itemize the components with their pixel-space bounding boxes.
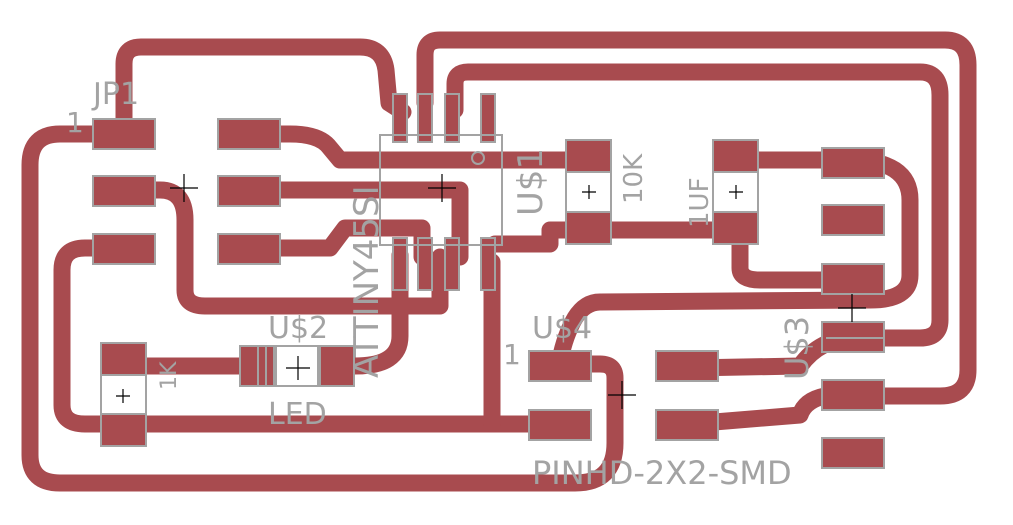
label-attiny: ATTINY45SI (347, 185, 387, 378)
origin-crosses (116, 174, 866, 409)
label-us3: U$3 (778, 316, 816, 380)
trace-ic-to-rail (486, 221, 744, 253)
label-1k: 1K (157, 361, 182, 390)
r1k-outline (100, 342, 147, 447)
trace-jp1-pin4-to-ic (239, 181, 469, 266)
jp1-pad-5 (217, 175, 281, 207)
cross-attiny (428, 174, 456, 202)
copper-traces (21, 31, 977, 492)
trace-jp1-pin1-to-ic-top (115, 38, 412, 142)
label-us4: U$4 (532, 311, 592, 346)
ic-pad-bottom-1 (392, 237, 408, 291)
ic-pad-bottom-3 (444, 237, 460, 291)
u4-pad-1 (528, 350, 592, 382)
ic-pad-top-3 (444, 93, 460, 143)
cross-1k (116, 389, 130, 403)
trace-jp1-pin5-to-ic (239, 125, 414, 169)
cross-jp1 (170, 174, 198, 202)
cross-led (286, 356, 310, 380)
silkscreen-labels: JP1 1 ATTINY45SI U$1 10K 1UF U$2 LED 1K … (66, 77, 816, 492)
attiny-pads (392, 93, 496, 291)
label-us1: U$1 (511, 148, 551, 216)
label-jp1-pin1: 1 (66, 106, 84, 139)
ic-pad-bottom-2 (417, 237, 433, 291)
u4-pad-3 (655, 350, 719, 382)
jp1-pad-6 (217, 233, 281, 265)
jp1-pad-1 (92, 118, 156, 150)
trace-led-to-ic (346, 246, 409, 375)
u4-pad-2 (528, 409, 592, 441)
u3-pad-5 (821, 379, 885, 411)
r1k-pad-top (100, 342, 147, 376)
trace-jp1-outer-loop (21, 125, 624, 492)
cross-1uf (729, 185, 743, 199)
led-window (275, 345, 319, 387)
label-us4-pin1: 1 (503, 338, 521, 371)
label-10k: 10K (619, 153, 649, 204)
r10k-pad-bottom (565, 211, 612, 245)
trace-jp1-pin3-ground-loop (53, 239, 569, 433)
trace-1uf-to-u3 (551, 151, 919, 369)
label-pinhd: PINHD-2X2-SMD (532, 454, 792, 492)
c1uf-pad-bottom (712, 211, 759, 245)
trace-1uf-loop-u3 (731, 231, 864, 289)
label-1uf: 1UF (685, 177, 715, 228)
attiny-pin1-dot (471, 151, 485, 165)
r1k-pad-bottom (100, 413, 147, 447)
ic-pad-top-2 (417, 93, 433, 143)
u4-pads (528, 350, 719, 441)
label-jp1: JP1 (91, 77, 139, 112)
cross-u3 (838, 294, 866, 322)
r10k-pad-top (565, 139, 612, 173)
ic-pad-top-4 (480, 93, 496, 143)
r10k-outline (565, 139, 612, 245)
label-us2: U$2 (268, 311, 328, 346)
u3-pad-1 (821, 147, 885, 179)
u3-pad-3 (821, 263, 885, 295)
jp1-pads (92, 118, 281, 265)
jp1-pad-2 (92, 175, 156, 207)
led-cathode-bar (257, 345, 267, 387)
jp1-pad-4 (217, 118, 281, 150)
trace-ic-to-u3-long (416, 31, 977, 433)
attiny-outline (379, 134, 503, 246)
silkscreen-outlines (100, 134, 884, 447)
u3-pad-2 (821, 204, 885, 236)
ic-pad-top-1 (392, 93, 408, 143)
u4-pad-4 (655, 409, 719, 441)
c1uf-pad-top (712, 139, 759, 173)
c1uf-outline (712, 139, 759, 245)
cross-u4 (608, 381, 636, 409)
jp1-pad-3 (92, 233, 156, 265)
cross-10k (582, 185, 596, 199)
label-led: LED (268, 397, 327, 432)
trace-jp1-pin2-to-ic (111, 181, 449, 315)
u3-pad-6 (821, 437, 885, 469)
ic-pad-bottom-4 (480, 237, 496, 291)
u3-pads (821, 147, 885, 469)
